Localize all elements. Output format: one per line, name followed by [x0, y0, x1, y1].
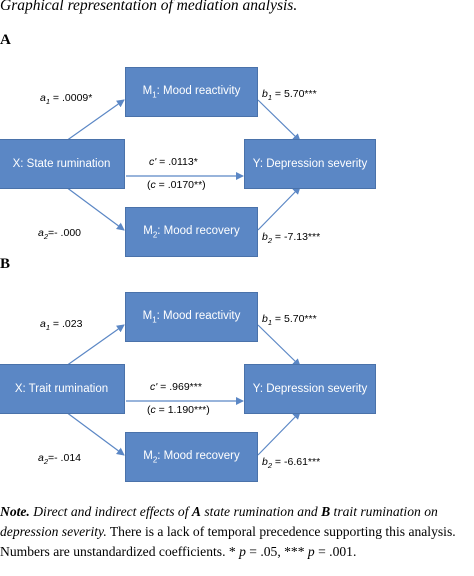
x-label-b: X: Trait rumination — [14, 383, 109, 395]
b2-label-a: b2 = -7.13*** — [262, 231, 321, 246]
arrow-a2 — [65, 186, 125, 231]
m2-box-b: M2: Mood recovery — [125, 432, 258, 482]
x-box-b: X: Trait rumination — [0, 364, 125, 414]
m2-box-a: M2: Mood recovery — [125, 207, 258, 257]
b1-label-a: b1 = 5.70*** — [262, 88, 317, 103]
arrow-b1 — [257, 99, 301, 142]
x-label-a: X: State rumination — [12, 158, 111, 170]
m1-box-a: M1: Mood reactivity — [125, 67, 258, 117]
arrow-a1 — [65, 99, 125, 142]
m1-label-b: M1: Mood reactivity — [142, 309, 241, 325]
figure-title: Graphical representation of mediation an… — [0, 0, 298, 14]
a1-label-a: a1 = .0009* — [40, 92, 93, 107]
arrow-a1-b — [65, 324, 125, 367]
a2-label-b: a2=- .014 — [38, 452, 81, 467]
b1-label-b: b1 = 5.70*** — [262, 313, 317, 328]
arrow-a2-b — [65, 411, 125, 456]
panel-letter-a: A — [0, 32, 11, 48]
y-label-a: Y: Depression severity — [252, 158, 368, 170]
m1-box-b: M1: Mood reactivity — [125, 292, 258, 342]
y-label-b: Y: Depression severity — [252, 383, 368, 395]
a1-label-b: a1 = .023 — [40, 318, 83, 333]
c-prime-label-a: c' = .0113* — [149, 156, 198, 168]
m2-label-b: M2: Mood recovery — [143, 449, 240, 465]
b2-label-b: b2 = -6.61*** — [262, 456, 321, 471]
y-box-a: Y: Depression severity — [244, 139, 376, 189]
m1-label-a: M1: Mood reactivity — [142, 84, 241, 100]
m2-label-a: M2: Mood recovery — [143, 224, 240, 240]
a2-label-a: a2=- .000 — [38, 227, 81, 242]
arrow-b1-b — [257, 324, 301, 367]
x-box-a: X: State rumination — [0, 139, 125, 189]
figure-note: Note. Direct and indirect effects of A s… — [0, 504, 456, 559]
panel-letter-b: B — [0, 256, 11, 272]
c-prime-label-b: c' = .969*** — [150, 381, 202, 393]
arrow-b2-b — [257, 411, 301, 456]
c-total-label-b: (c = 1.190***) — [147, 404, 210, 416]
y-box-b: Y: Depression severity — [244, 364, 376, 414]
c-total-label-a: (c = .0170**) — [147, 179, 206, 191]
arrow-b2 — [257, 186, 301, 231]
